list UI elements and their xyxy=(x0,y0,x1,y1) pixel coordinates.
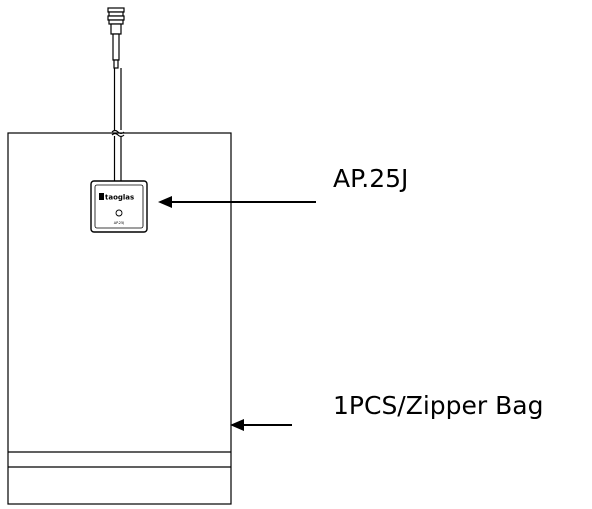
arrow-to-antenna xyxy=(158,196,316,208)
zipper-bag xyxy=(7,132,232,505)
feed-point-icon xyxy=(115,209,123,217)
packaging-label: 1PCS/Zipper Bag xyxy=(333,391,544,420)
arrow-to-bag xyxy=(230,419,292,431)
antenna-label: AP.25J xyxy=(333,164,409,193)
patch-brand-text: taoglas xyxy=(105,194,134,202)
antenna-cable xyxy=(111,68,125,182)
patch-model-text: AP.25J xyxy=(114,221,125,225)
sma-connector-icon xyxy=(107,7,125,69)
ap25j-patch-antenna: taoglas AP.25J xyxy=(90,180,148,233)
taoglas-logo-icon xyxy=(99,193,104,200)
